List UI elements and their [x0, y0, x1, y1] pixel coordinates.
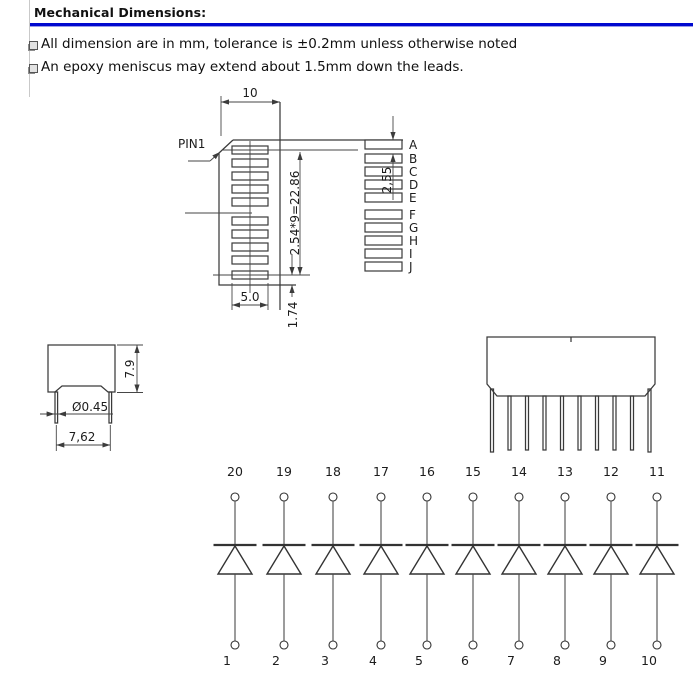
- bottom-pin-number: 1: [223, 653, 231, 668]
- notes-block: All dimension are in mm, tolerance is ±0…: [29, 36, 517, 82]
- top-pin-number: 14: [511, 464, 527, 479]
- top-pin-number: 11: [649, 464, 665, 479]
- title-underline: [30, 23, 693, 27]
- segment-label: H: [409, 234, 418, 248]
- diode-symbol: 16 5: [405, 464, 449, 668]
- diode-symbol: 13 8: [543, 464, 587, 668]
- side-view-drawing: Ø0.45 7,62 7.9: [40, 344, 143, 451]
- diode-symbol: 14 7: [497, 464, 541, 668]
- diode-symbol: 11 10: [635, 464, 679, 668]
- section-title: Mechanical Dimensions:: [34, 5, 207, 20]
- segment-label: D: [409, 178, 418, 192]
- segment-label: E: [409, 191, 417, 205]
- top-pin-number: 16: [419, 464, 435, 479]
- dim-window-width: 5.0: [240, 290, 259, 304]
- top-pin-number: 15: [465, 464, 481, 479]
- package-pin: [524, 395, 530, 451]
- plan-view-drawing: 10 PIN1 2.54*9=22.86 5.0 1.74: [178, 86, 418, 328]
- rear-view-drawing: [486, 336, 656, 453]
- dim-segment-pitch-total: 2.54*9=22.86: [288, 171, 302, 256]
- diode-symbol: 17 4: [359, 464, 403, 668]
- bottom-pin-number: 2: [272, 653, 280, 668]
- package-pin: [507, 395, 512, 451]
- bottom-pin-number: 3: [321, 653, 329, 668]
- bottom-pin-number: 5: [415, 653, 423, 668]
- package-pin: [489, 388, 495, 453]
- top-pin-number: 17: [373, 464, 389, 479]
- dim-body-height: 7.9: [123, 359, 137, 378]
- diode-symbol: 20 1: [213, 464, 257, 668]
- dim-lead-diameter: Ø0.45: [72, 400, 108, 414]
- pin1-label: PIN1: [178, 137, 205, 151]
- bottom-pin-number: 10: [641, 653, 657, 668]
- note-bullet-icon: [29, 41, 38, 50]
- segment-label: C: [409, 165, 417, 179]
- top-pin-number: 13: [557, 464, 573, 479]
- diode-symbol: 18 3: [311, 464, 355, 668]
- segment-label: I: [409, 247, 413, 261]
- top-pin-number: 12: [603, 464, 619, 479]
- note-row: An epoxy meniscus may extend about 1.5mm…: [29, 59, 517, 75]
- segment-label: A: [409, 138, 418, 152]
- diode-schematic: 20 1 19 2 18 3 17 4: [213, 464, 679, 668]
- dim-body-width: 10: [242, 86, 257, 100]
- bottom-pin-number: 8: [553, 653, 561, 668]
- top-pin-number: 20: [227, 464, 243, 479]
- diode-symbol: 19 2: [262, 464, 306, 668]
- dim-lead-row-spacing: 7,62: [69, 430, 96, 444]
- bottom-pin-number: 7: [507, 653, 515, 668]
- package-pin: [577, 395, 582, 451]
- note-row: All dimension are in mm, tolerance is ±0…: [29, 36, 517, 52]
- diode-symbol: 15 6: [451, 464, 495, 668]
- package-pin: [647, 388, 652, 453]
- segment-detail-column: A B C D E F G H I J: [364, 138, 418, 274]
- diode-symbol: 12 9: [589, 464, 633, 668]
- segment-label: F: [409, 208, 416, 222]
- segment-label: G: [409, 221, 418, 235]
- top-pin-number: 18: [325, 464, 341, 479]
- package-pin: [612, 395, 617, 451]
- segment-label: B: [409, 152, 417, 166]
- bottom-pin-number: 6: [461, 653, 469, 668]
- package-pin: [542, 395, 547, 451]
- package-pin: [559, 395, 565, 451]
- segment-label: J: [408, 260, 413, 274]
- package-pin: [629, 395, 635, 451]
- note-bullet-icon: [29, 64, 38, 73]
- note-text: An epoxy meniscus may extend about 1.5mm…: [41, 59, 464, 75]
- dim-segment-pitch: 2,55: [380, 167, 394, 194]
- top-pin-number: 19: [276, 464, 292, 479]
- dim-last-segment-to-edge: 1.74: [286, 302, 300, 329]
- note-text: All dimension are in mm, tolerance is ±0…: [41, 36, 518, 52]
- bottom-pin-number: 4: [369, 653, 377, 668]
- package-pin: [594, 395, 600, 451]
- bottom-pin-number: 9: [599, 653, 607, 668]
